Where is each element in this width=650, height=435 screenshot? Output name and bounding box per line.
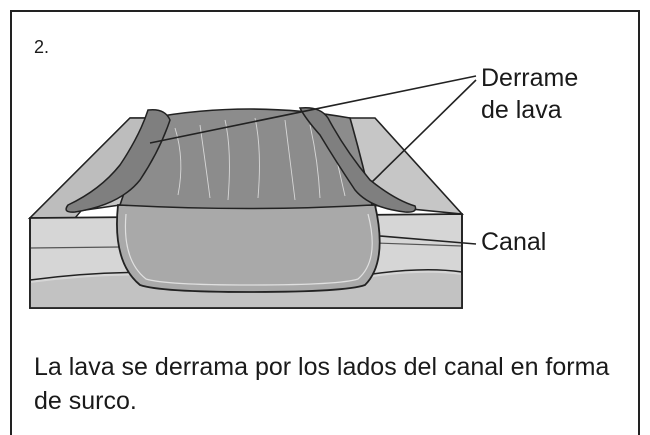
figure-caption: La lava se derrama por los lados del can… (34, 353, 610, 415)
channel-inner-edge (124, 213, 373, 286)
leader-overflow-right (371, 79, 477, 183)
lava-overflow-label: Derrame de lava (481, 62, 578, 126)
lava-overflow-label-line1: Derrame (481, 64, 579, 92)
leader-overflow-left (149, 75, 477, 144)
channel-label: Canal (481, 228, 547, 256)
lava-overflow-label-line2: de lava (481, 96, 562, 124)
lava-overflow-right (298, 106, 417, 213)
lava-overflow-left (65, 108, 171, 213)
ground-outline (29, 214, 463, 309)
leader-channel (379, 235, 477, 245)
panel-number: 2. (34, 37, 50, 57)
figure-border (10, 10, 640, 435)
channel-cross-section (116, 204, 381, 293)
leader-lines (149, 75, 477, 245)
stratum-line-upper (29, 242, 463, 249)
